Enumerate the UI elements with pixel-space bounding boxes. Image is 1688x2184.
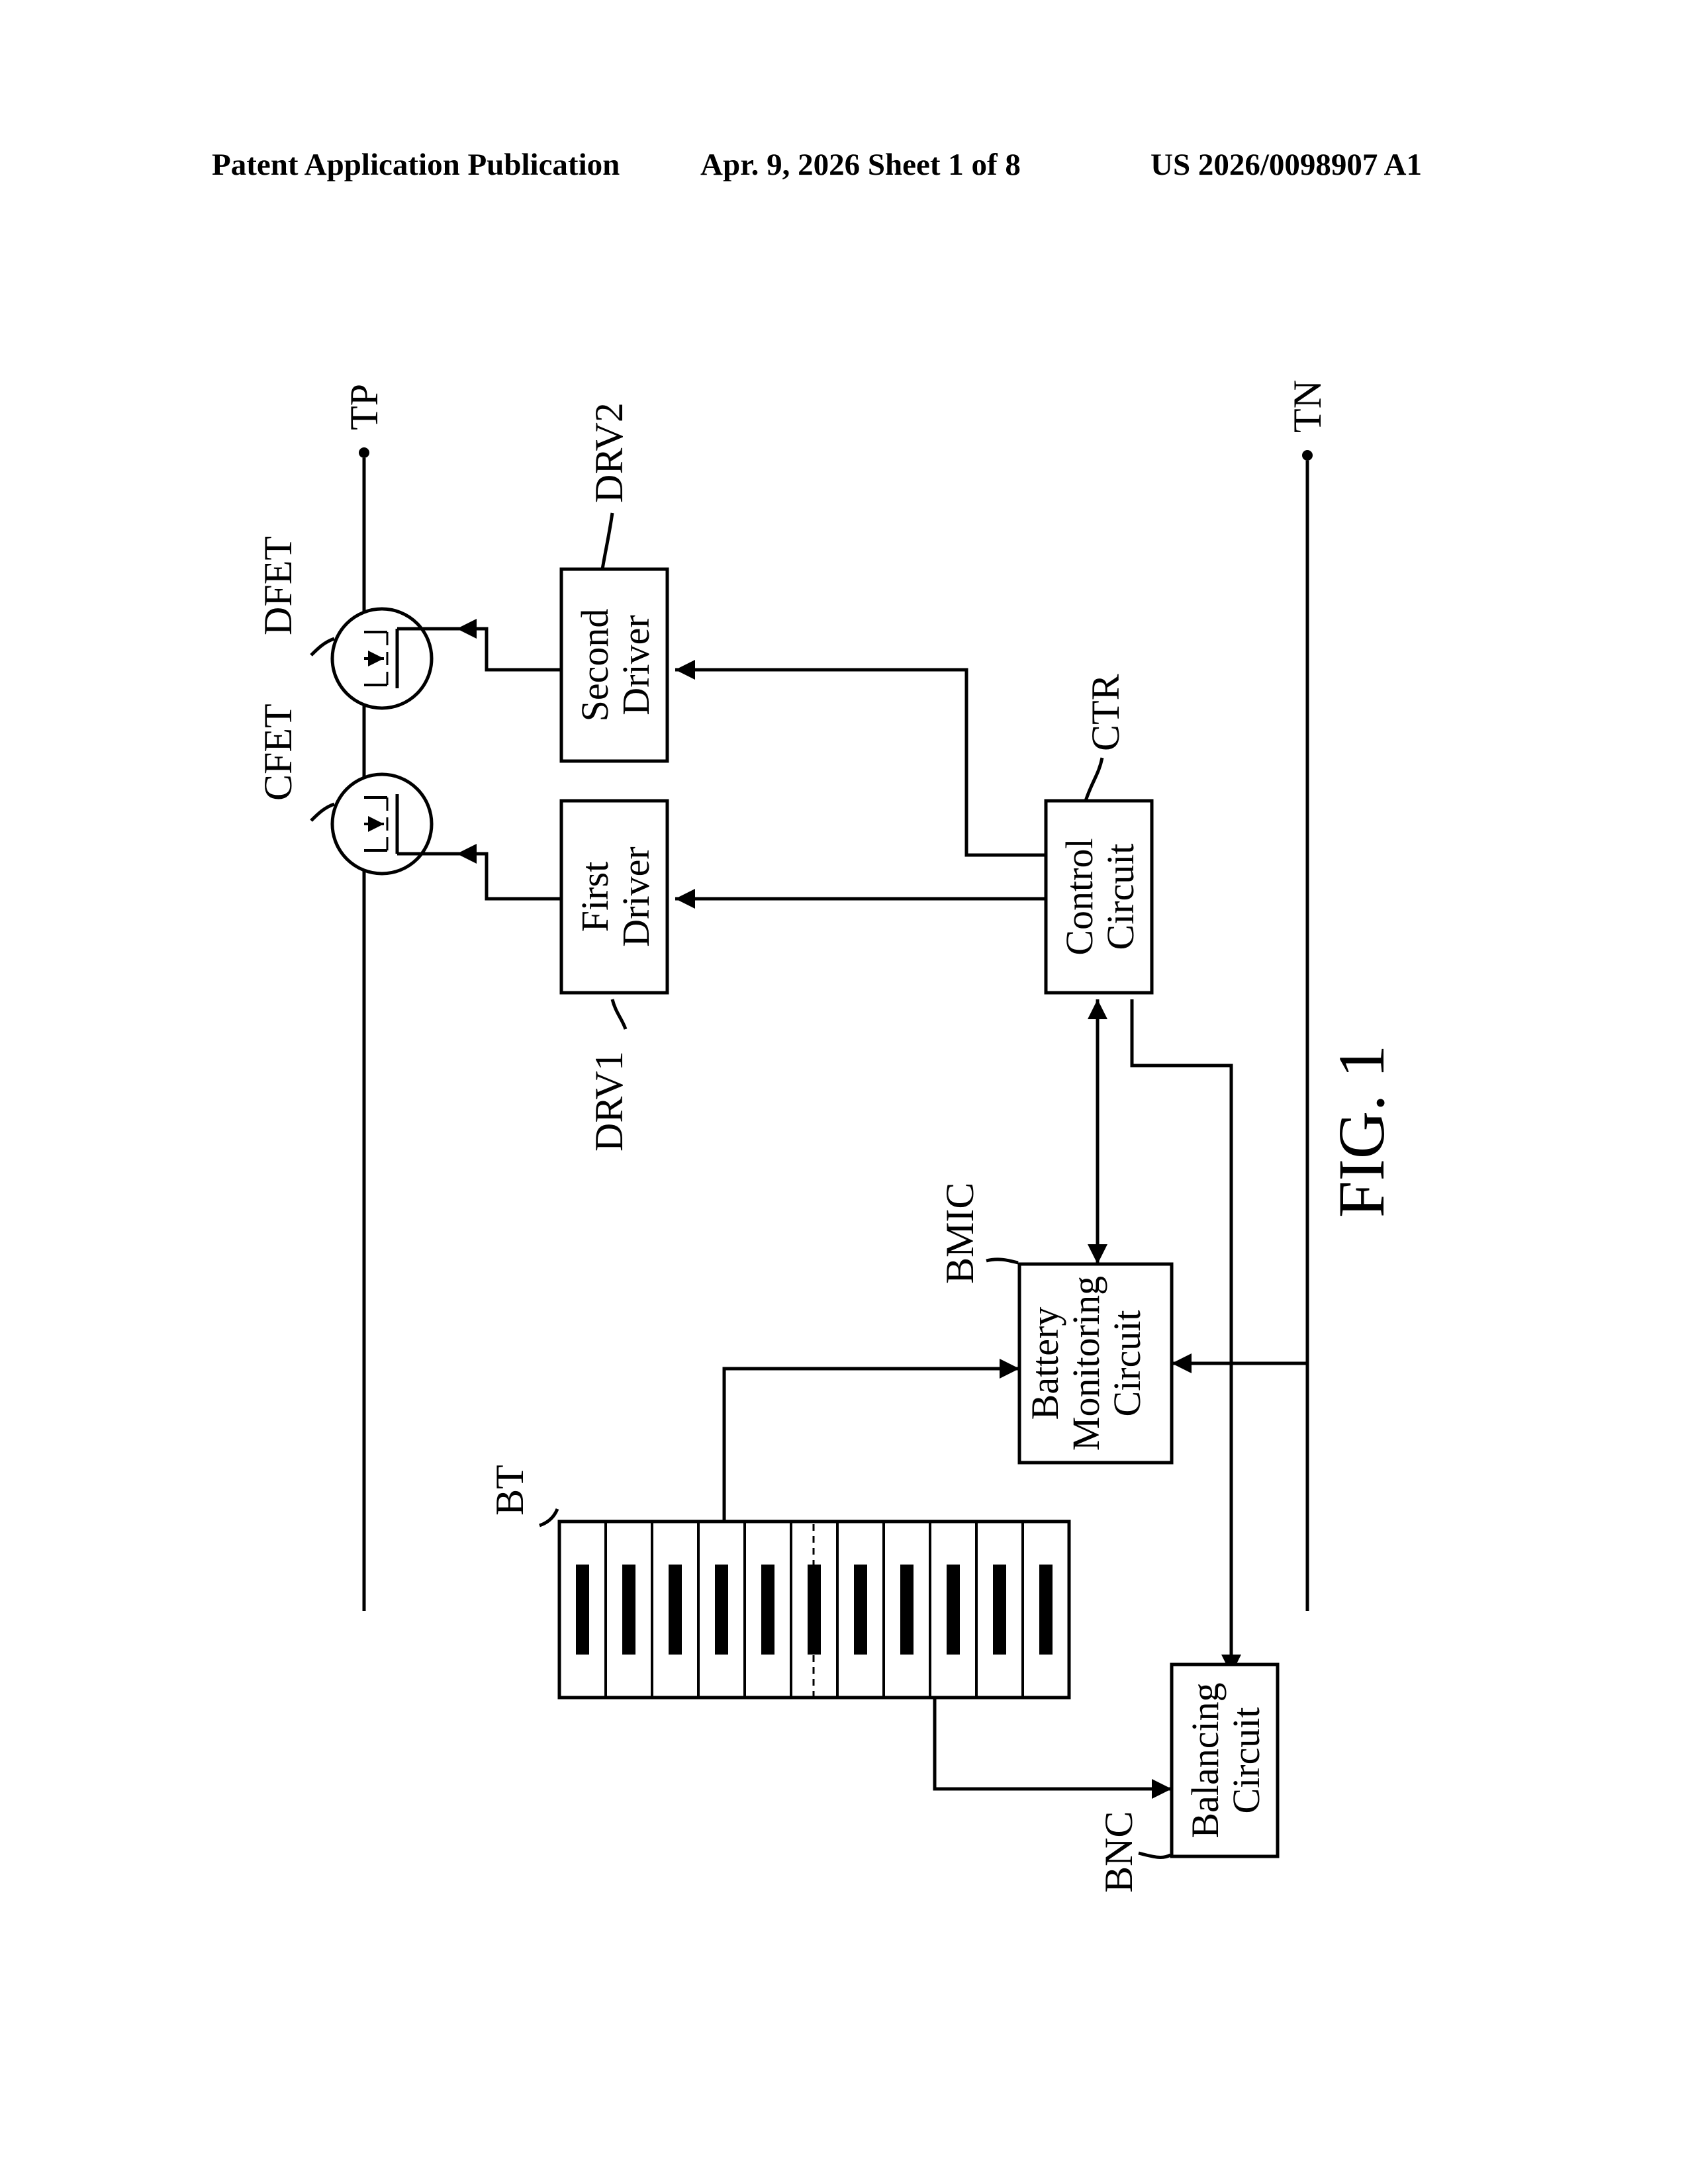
tn-terminal-dot: [1302, 450, 1313, 461]
bmic-line-2: Monitoring: [1064, 1276, 1107, 1451]
second-driver-to-dfet-wire: [457, 629, 561, 670]
battery-cell: [715, 1565, 728, 1655]
tn-label: TN: [1286, 380, 1329, 433]
battery-to-balancing-wire: [935, 1698, 1172, 1789]
ctr-line-2: Circuit: [1099, 843, 1142, 950]
bt-ref-label: BT: [488, 1465, 532, 1516]
ctr-line-1: Control: [1058, 838, 1101, 955]
tp-terminal-dot: [359, 447, 369, 458]
battery-cell: [622, 1565, 635, 1655]
drv1-leader: [612, 999, 626, 1029]
battery-cell: [761, 1565, 774, 1655]
cfet-transistor: [332, 774, 457, 874]
battery-cell: [993, 1565, 1006, 1655]
tp-label: TP: [342, 384, 386, 430]
drv1-line-2: Driver: [614, 846, 657, 946]
bnc-leader: [1139, 1853, 1170, 1857]
drv2-line-2: Driver: [614, 615, 657, 715]
cfet-ref-label: CFET: [256, 704, 300, 801]
bnc-ref-label: BNC: [1097, 1811, 1141, 1893]
bnc-line-1: Balancing: [1184, 1682, 1227, 1838]
dfet-leader: [311, 639, 334, 655]
cfet-leader: [311, 804, 334, 821]
battery-cell: [1039, 1565, 1053, 1655]
bmic-leader: [986, 1259, 1018, 1263]
first-driver-to-cfet-wire: [457, 854, 561, 899]
bt-leader: [539, 1509, 557, 1525]
battery-to-bmic-wire: [724, 1369, 1019, 1522]
drv2-leader: [602, 513, 612, 569]
drv2-line-1: Second: [573, 609, 616, 722]
ctr-leader: [1086, 758, 1102, 801]
bmic-line-1: Battery: [1023, 1307, 1066, 1420]
battery-cell: [669, 1565, 682, 1655]
battery-pack: [559, 1522, 1069, 1698]
bmic-ref-label: BMIC: [938, 1183, 982, 1284]
battery-cell: [947, 1565, 960, 1655]
battery-cell: [854, 1565, 867, 1655]
control-to-second-driver-wire: [675, 670, 1046, 855]
tn-to-bmic-wire: [1172, 877, 1307, 1363]
drv1-ref-label: DRV1: [587, 1051, 631, 1152]
bnc-line-2: Circuit: [1225, 1707, 1268, 1813]
battery-cell: [900, 1565, 914, 1655]
battery-cell: [576, 1565, 589, 1655]
dfet-ref-label: DFET: [256, 536, 300, 635]
dfet-transistor: [332, 609, 457, 708]
figure-rotated-group: TP TN BT Battery Monitoring Circuit BMIC…: [256, 380, 1398, 1893]
bmic-line-3: Circuit: [1105, 1310, 1149, 1416]
figure-caption: FIG. 1: [1325, 1045, 1398, 1218]
ctr-ref-label: CTR: [1084, 674, 1127, 751]
drv2-ref-label: DRV2: [587, 402, 631, 503]
drv1-line-1: First: [573, 862, 616, 932]
